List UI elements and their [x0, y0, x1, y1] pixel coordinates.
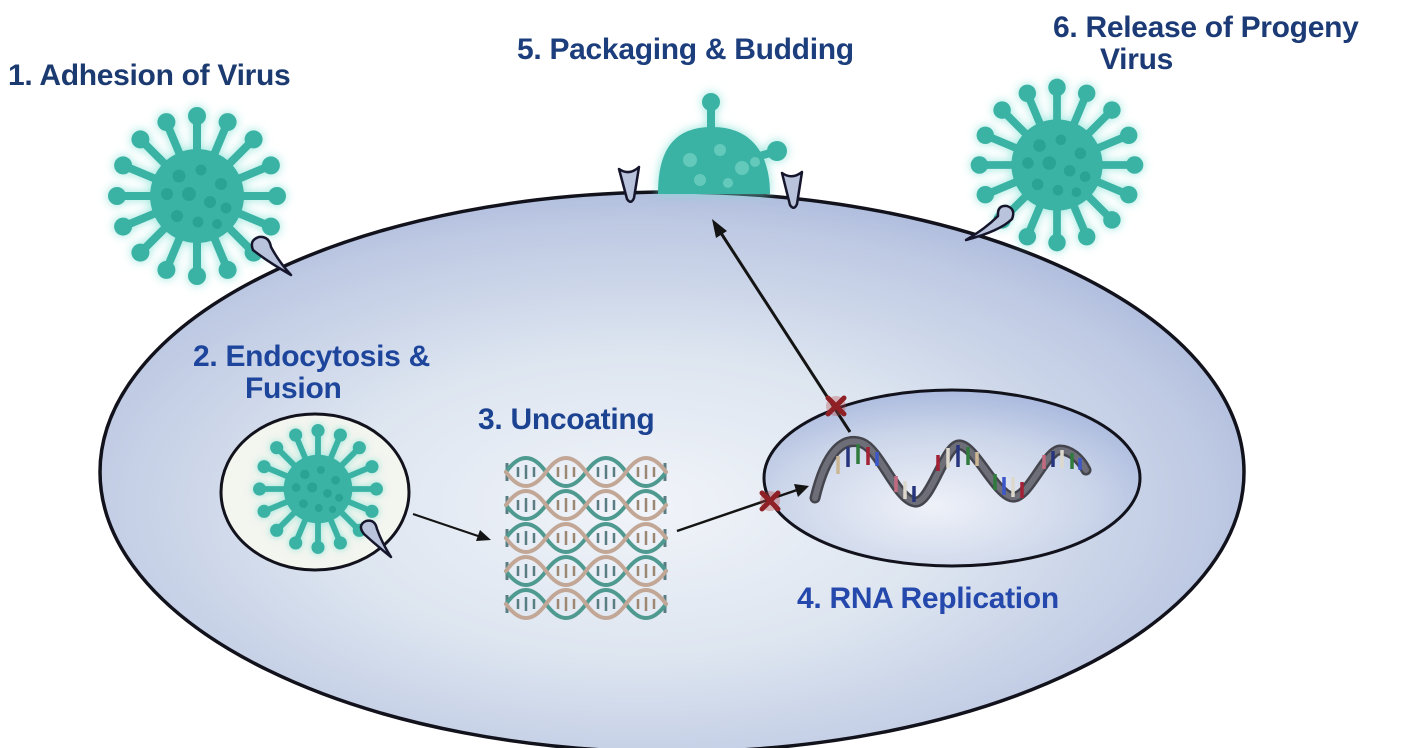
rna-helix-icon — [809, 436, 1092, 508]
arrow-vesicle-to-uncoating — [412, 513, 491, 541]
spike-arrow-adhesion — [250, 235, 293, 277]
spike-arrow-release — [964, 204, 1015, 242]
step-label-text: 1. Adhesion of Virus — [8, 59, 291, 92]
membrane-flag-right — [780, 170, 804, 209]
spike-arrow-vesicle — [359, 519, 393, 559]
step-label-adhesion: 1. Adhesion of Virus — [8, 59, 291, 92]
step-label-text: 5. Packaging & Budding — [517, 33, 854, 66]
blocked-x-icon — [759, 395, 847, 512]
step-label-text: 4. RNA Replication — [797, 582, 1059, 615]
rna-base-ticks — [836, 444, 1082, 502]
membrane-flag-left — [617, 165, 641, 203]
step-label-text: 2. Endocytosis & — [193, 340, 430, 373]
step-label-endocytosis: 2. Endocytosis & Fusion — [193, 341, 430, 405]
step-label-text: 3. Uncoating — [478, 403, 655, 436]
virus-icon-adhesion — [108, 107, 286, 285]
step-label-text: Fusion — [245, 372, 342, 405]
step-label-uncoating: 3. Uncoating — [478, 403, 655, 436]
step-label-text: Virus — [1100, 43, 1173, 76]
nucleus — [762, 388, 1142, 568]
step-label-packaging-budding: 5. Packaging & Budding — [517, 34, 854, 66]
step-label-rna-replication: 4. RNA Replication — [797, 583, 1059, 615]
step-label-text: 6. Release of Progeny — [1053, 11, 1359, 44]
step-label-release: 6. Release of Progeny Virus — [1053, 12, 1359, 76]
budding-virus-icon — [658, 93, 787, 194]
